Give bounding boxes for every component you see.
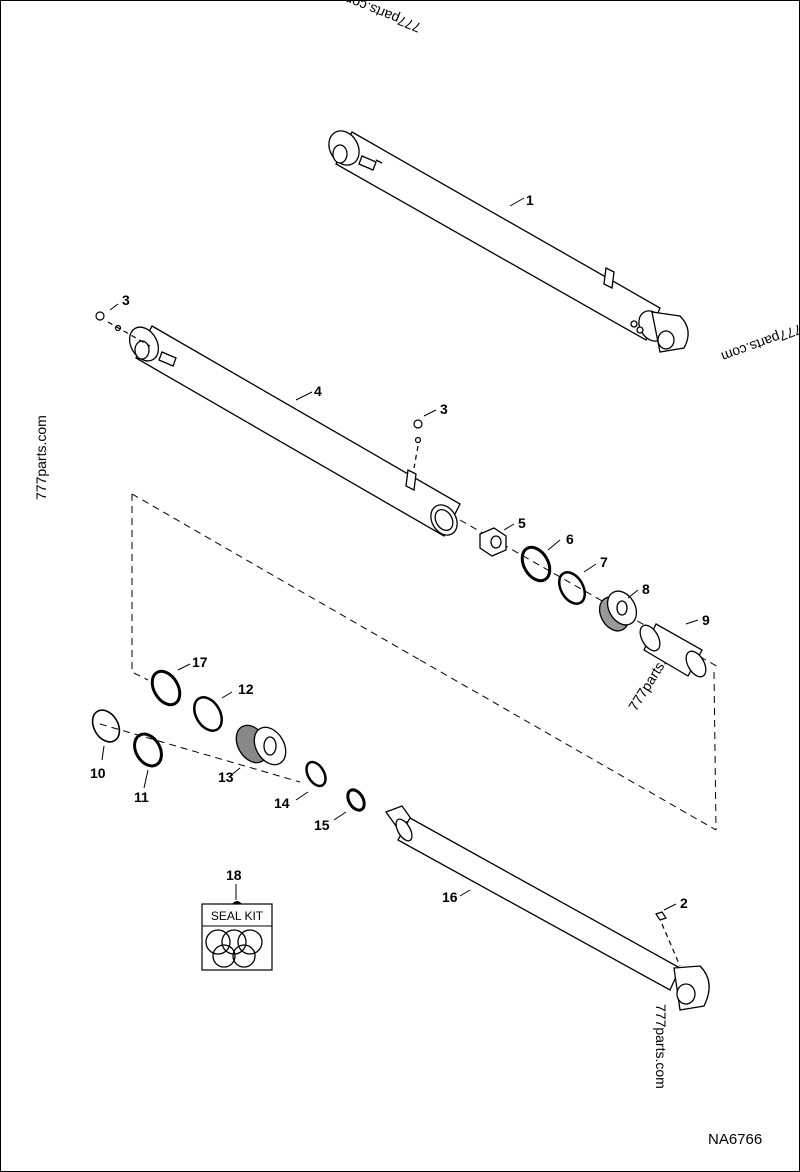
callout-15: 15 [314,817,330,833]
callout-16: 16 [442,889,458,905]
grease-fitting-rod [655,911,681,967]
callout-8: 8 [642,581,650,597]
callout-3-middle: 3 [440,401,448,417]
watermark-top: 777parts.com [338,0,423,36]
callout-4: 4 [314,383,322,399]
rod-seal-11 [133,732,163,768]
drawing-reference: NA6766 [708,1131,762,1148]
bracket-diagonal [419,659,717,831]
grease-fitting-middle [413,419,423,469]
spacer-tube [639,623,707,678]
bracket-left [131,494,149,681]
o-ring-small [557,571,587,605]
ring-14 [305,760,327,788]
callout-13: 13 [218,769,234,785]
callout-7: 7 [600,554,608,570]
seal-15 [346,788,366,812]
grease-fitting-upper [95,311,151,347]
seal-kit-rings-icon [205,929,263,968]
callout-10: 10 [90,765,106,781]
piston-rod [384,805,710,1011]
cylinder-barrel-lower [128,325,461,537]
backup-ring [520,545,552,583]
wiper-ring-10 [91,709,121,743]
piston [598,590,638,632]
callout-6: 6 [566,531,574,547]
axis-line-lower [99,723,301,783]
watermark-left: 777parts.com [33,415,49,500]
bracket-right [713,671,717,831]
callout-9: 9 [702,612,710,628]
watermark-bottom: 777parts.com [653,1004,669,1089]
callout-12: 12 [238,681,254,697]
callout-3-upper: 3 [122,292,130,308]
callout-2: 2 [680,895,688,911]
cylinder-barrel-upper [328,130,689,353]
leader-lines [101,197,699,911]
callout-5: 5 [518,515,526,531]
bracket-top-left [131,493,421,661]
callout-14: 14 [274,795,290,811]
watermark-right: 777parts.com [719,321,800,365]
seal-kit-box: SEAL KIT [201,901,273,971]
o-ring-12 [193,696,223,732]
callout-11: 11 [134,789,149,805]
backup-ring-17 [150,669,182,707]
cylinder-head [235,724,287,766]
callout-1: 1 [526,192,534,208]
callout-17: 17 [192,654,208,670]
callout-18: 18 [226,867,242,883]
lock-nut [479,527,507,557]
seal-kit-label: SEAL KIT [211,909,264,923]
